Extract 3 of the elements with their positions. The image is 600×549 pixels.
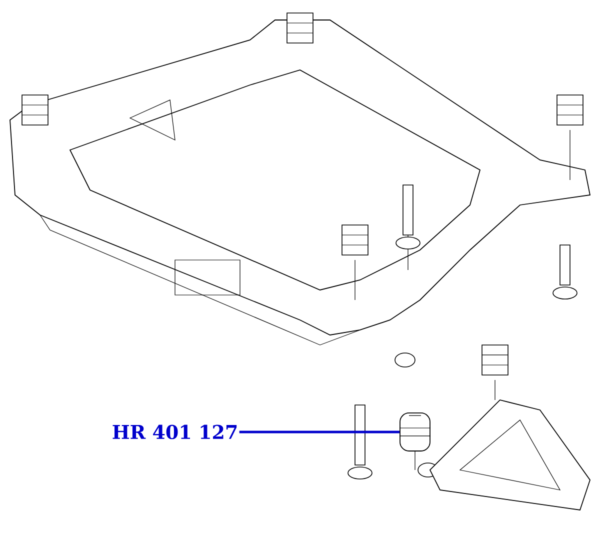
leader-line <box>239 430 400 434</box>
bushing-drawing <box>399 412 431 452</box>
part-number: HR 401 127 <box>112 424 237 440</box>
